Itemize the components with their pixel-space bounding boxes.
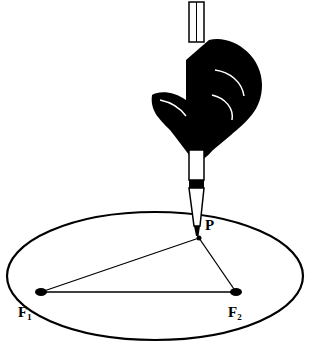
focus-dot <box>35 288 47 296</box>
focus-dot <box>230 288 242 296</box>
ellipse <box>7 212 303 340</box>
hand-with-pencil <box>152 2 262 236</box>
string-line <box>41 238 199 292</box>
string-line <box>199 238 236 292</box>
focus-label: F₁ <box>18 305 32 320</box>
focus-label: F₂ <box>228 305 242 320</box>
point-dot <box>197 236 202 241</box>
string-line <box>41 291 236 292</box>
point-label: P <box>205 218 214 233</box>
